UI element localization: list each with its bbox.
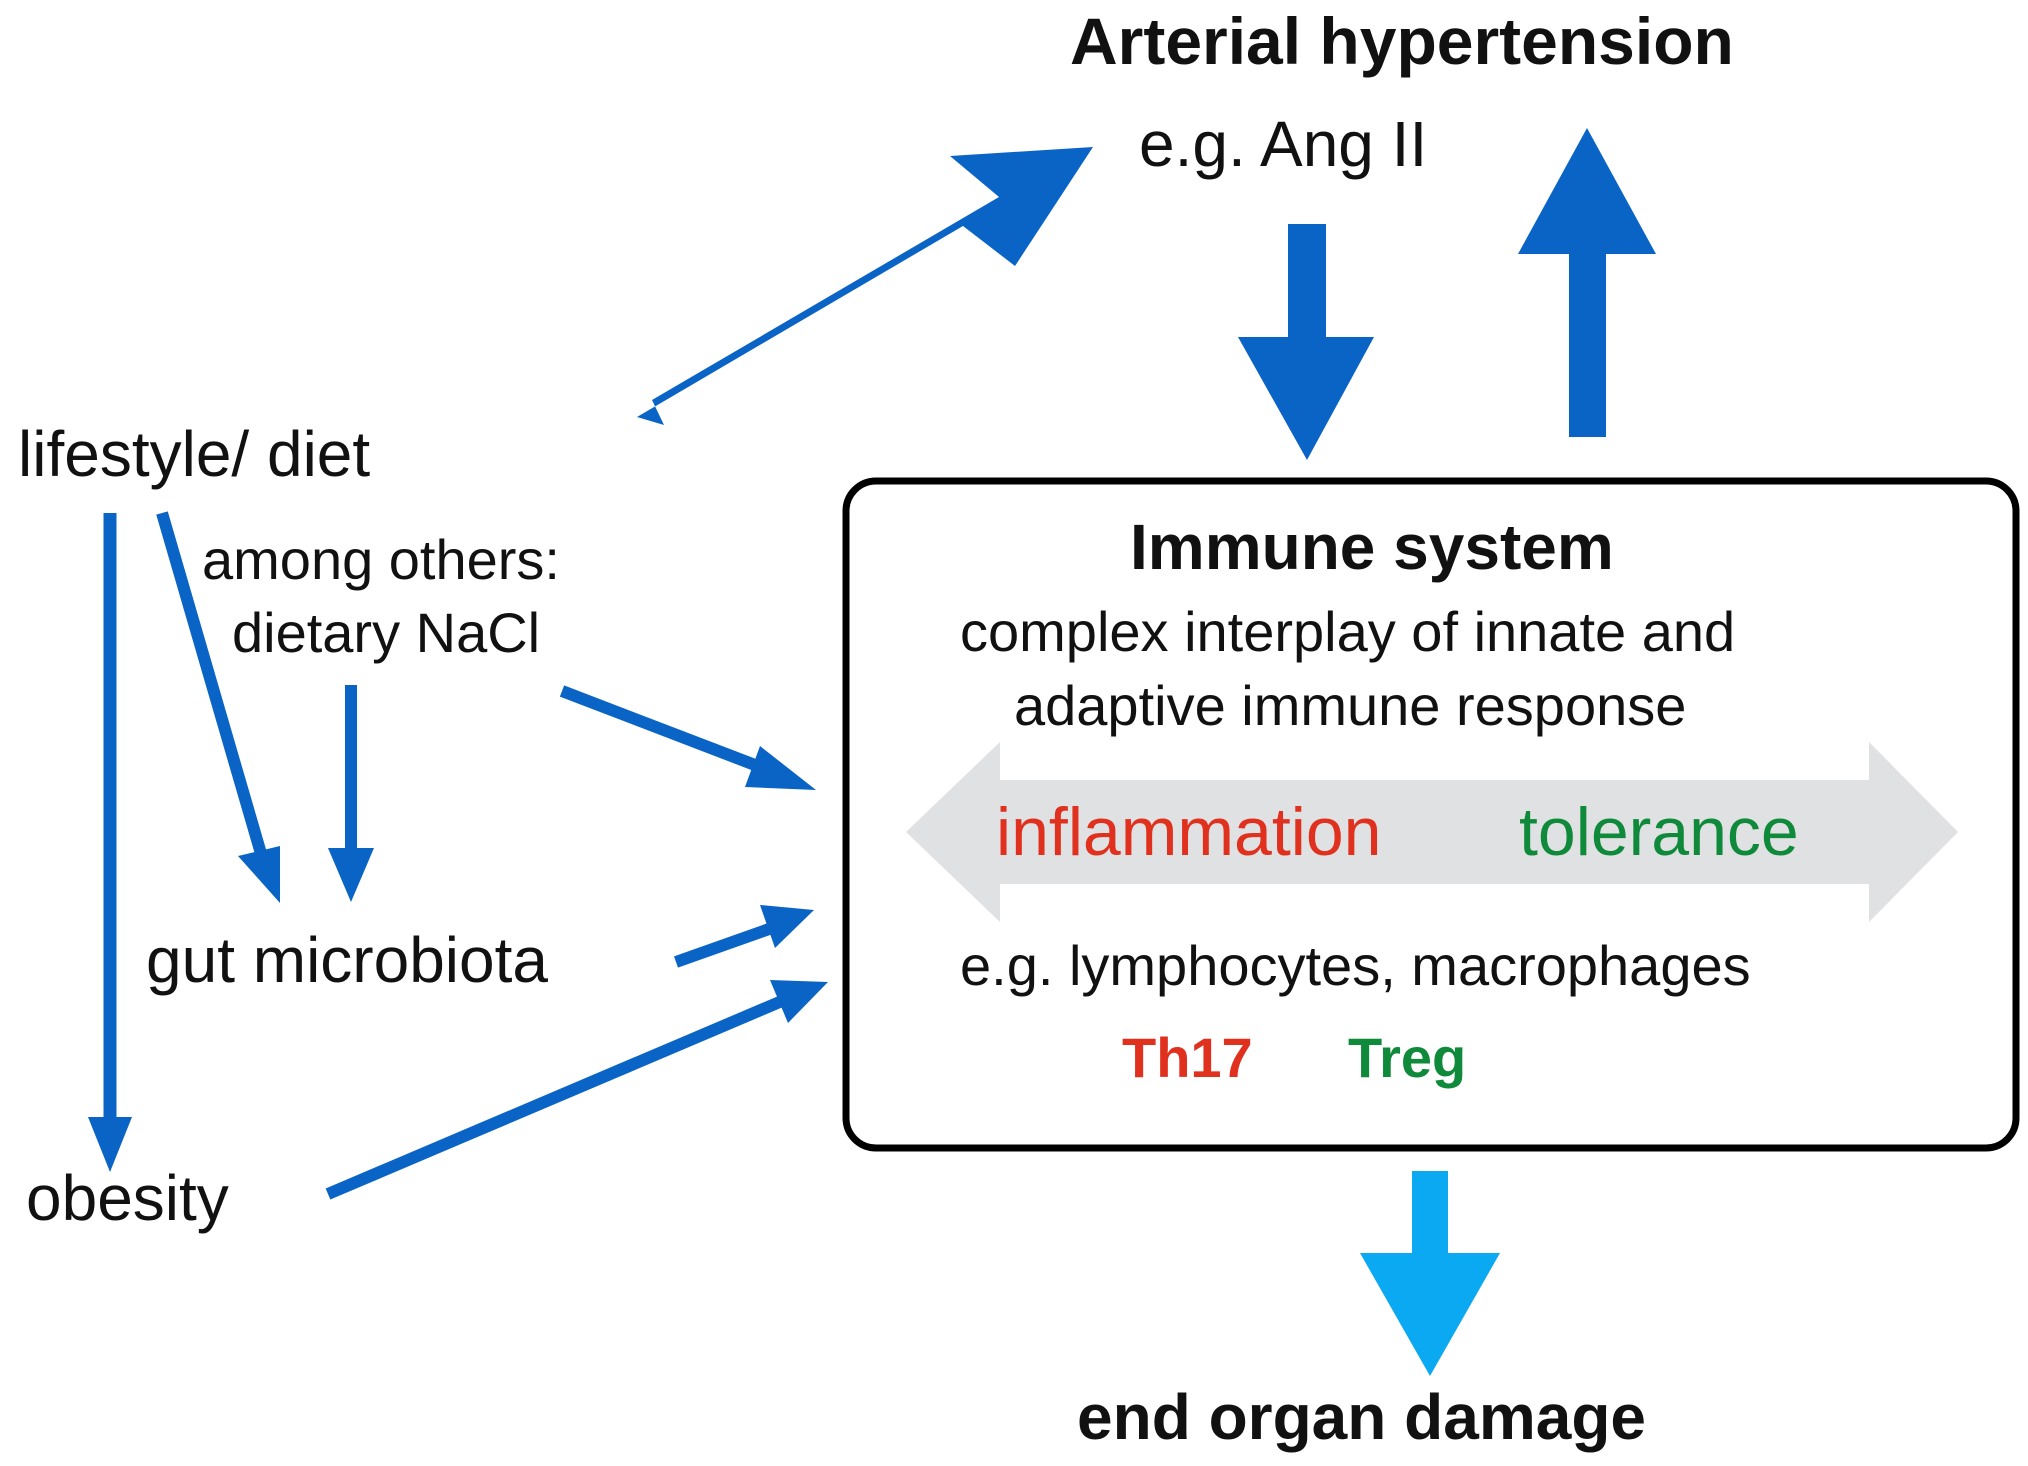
- inflammation-tolerance-double-arrow: [906, 742, 1958, 922]
- arrow-lifestyle-to-hypertension: [637, 147, 1093, 425]
- immune-system-title: Immune system: [1130, 511, 1614, 583]
- arrow-hypertension-to-immune: [1238, 224, 1374, 460]
- arrow-obesity-to-immune-shaft: [325, 995, 785, 1200]
- arrow-gut-to-immune-shaft: [673, 922, 775, 968]
- lifestyle-diet-label: lifestyle/ diet: [18, 418, 371, 490]
- tolerance-label: tolerance: [1519, 794, 1799, 870]
- arrow-gut-to-immune-head: [760, 905, 814, 948]
- arterial-hypertension-title: Arterial hypertension: [1070, 4, 1734, 78]
- immune-description-line2: adaptive immune response: [1014, 674, 1687, 737]
- obesity-label: obesity: [26, 1162, 229, 1234]
- th17-label: Th17: [1122, 1026, 1253, 1089]
- gut-microbiota-label: gut microbiota: [146, 924, 548, 996]
- arrow-nacl-to-immune-shaft: [559, 685, 771, 776]
- arrow-lifestyle-to-obesity-head: [88, 1117, 132, 1172]
- among-others-label: among others:: [202, 528, 560, 591]
- cells-example-label: e.g. lymphocytes, macrophages: [960, 934, 1751, 997]
- immune-description-line1: complex interplay of innate and: [960, 600, 1736, 663]
- arrow-obesity-to-immune-head: [770, 980, 828, 1023]
- arrow-nacl-to-gut-head: [328, 848, 374, 902]
- arrow-immune-to-end-organ-damage: [1360, 1171, 1500, 1376]
- arrow-lifestyle-to-gut-head: [238, 846, 280, 903]
- inflammation-label: inflammation: [996, 794, 1382, 870]
- arrow-nacl-to-immune-head: [745, 746, 816, 790]
- dietary-nacl-label: dietary NaCl: [232, 601, 541, 664]
- ang-ii-label: e.g. Ang II: [1139, 108, 1428, 180]
- arrow-lifestyle-to-gut-shaft: [156, 511, 268, 859]
- end-organ-damage-label: end organ damage: [1077, 1381, 1646, 1453]
- arrow-immune-to-hypertension: [1518, 128, 1656, 437]
- treg-label: Treg: [1348, 1026, 1467, 1089]
